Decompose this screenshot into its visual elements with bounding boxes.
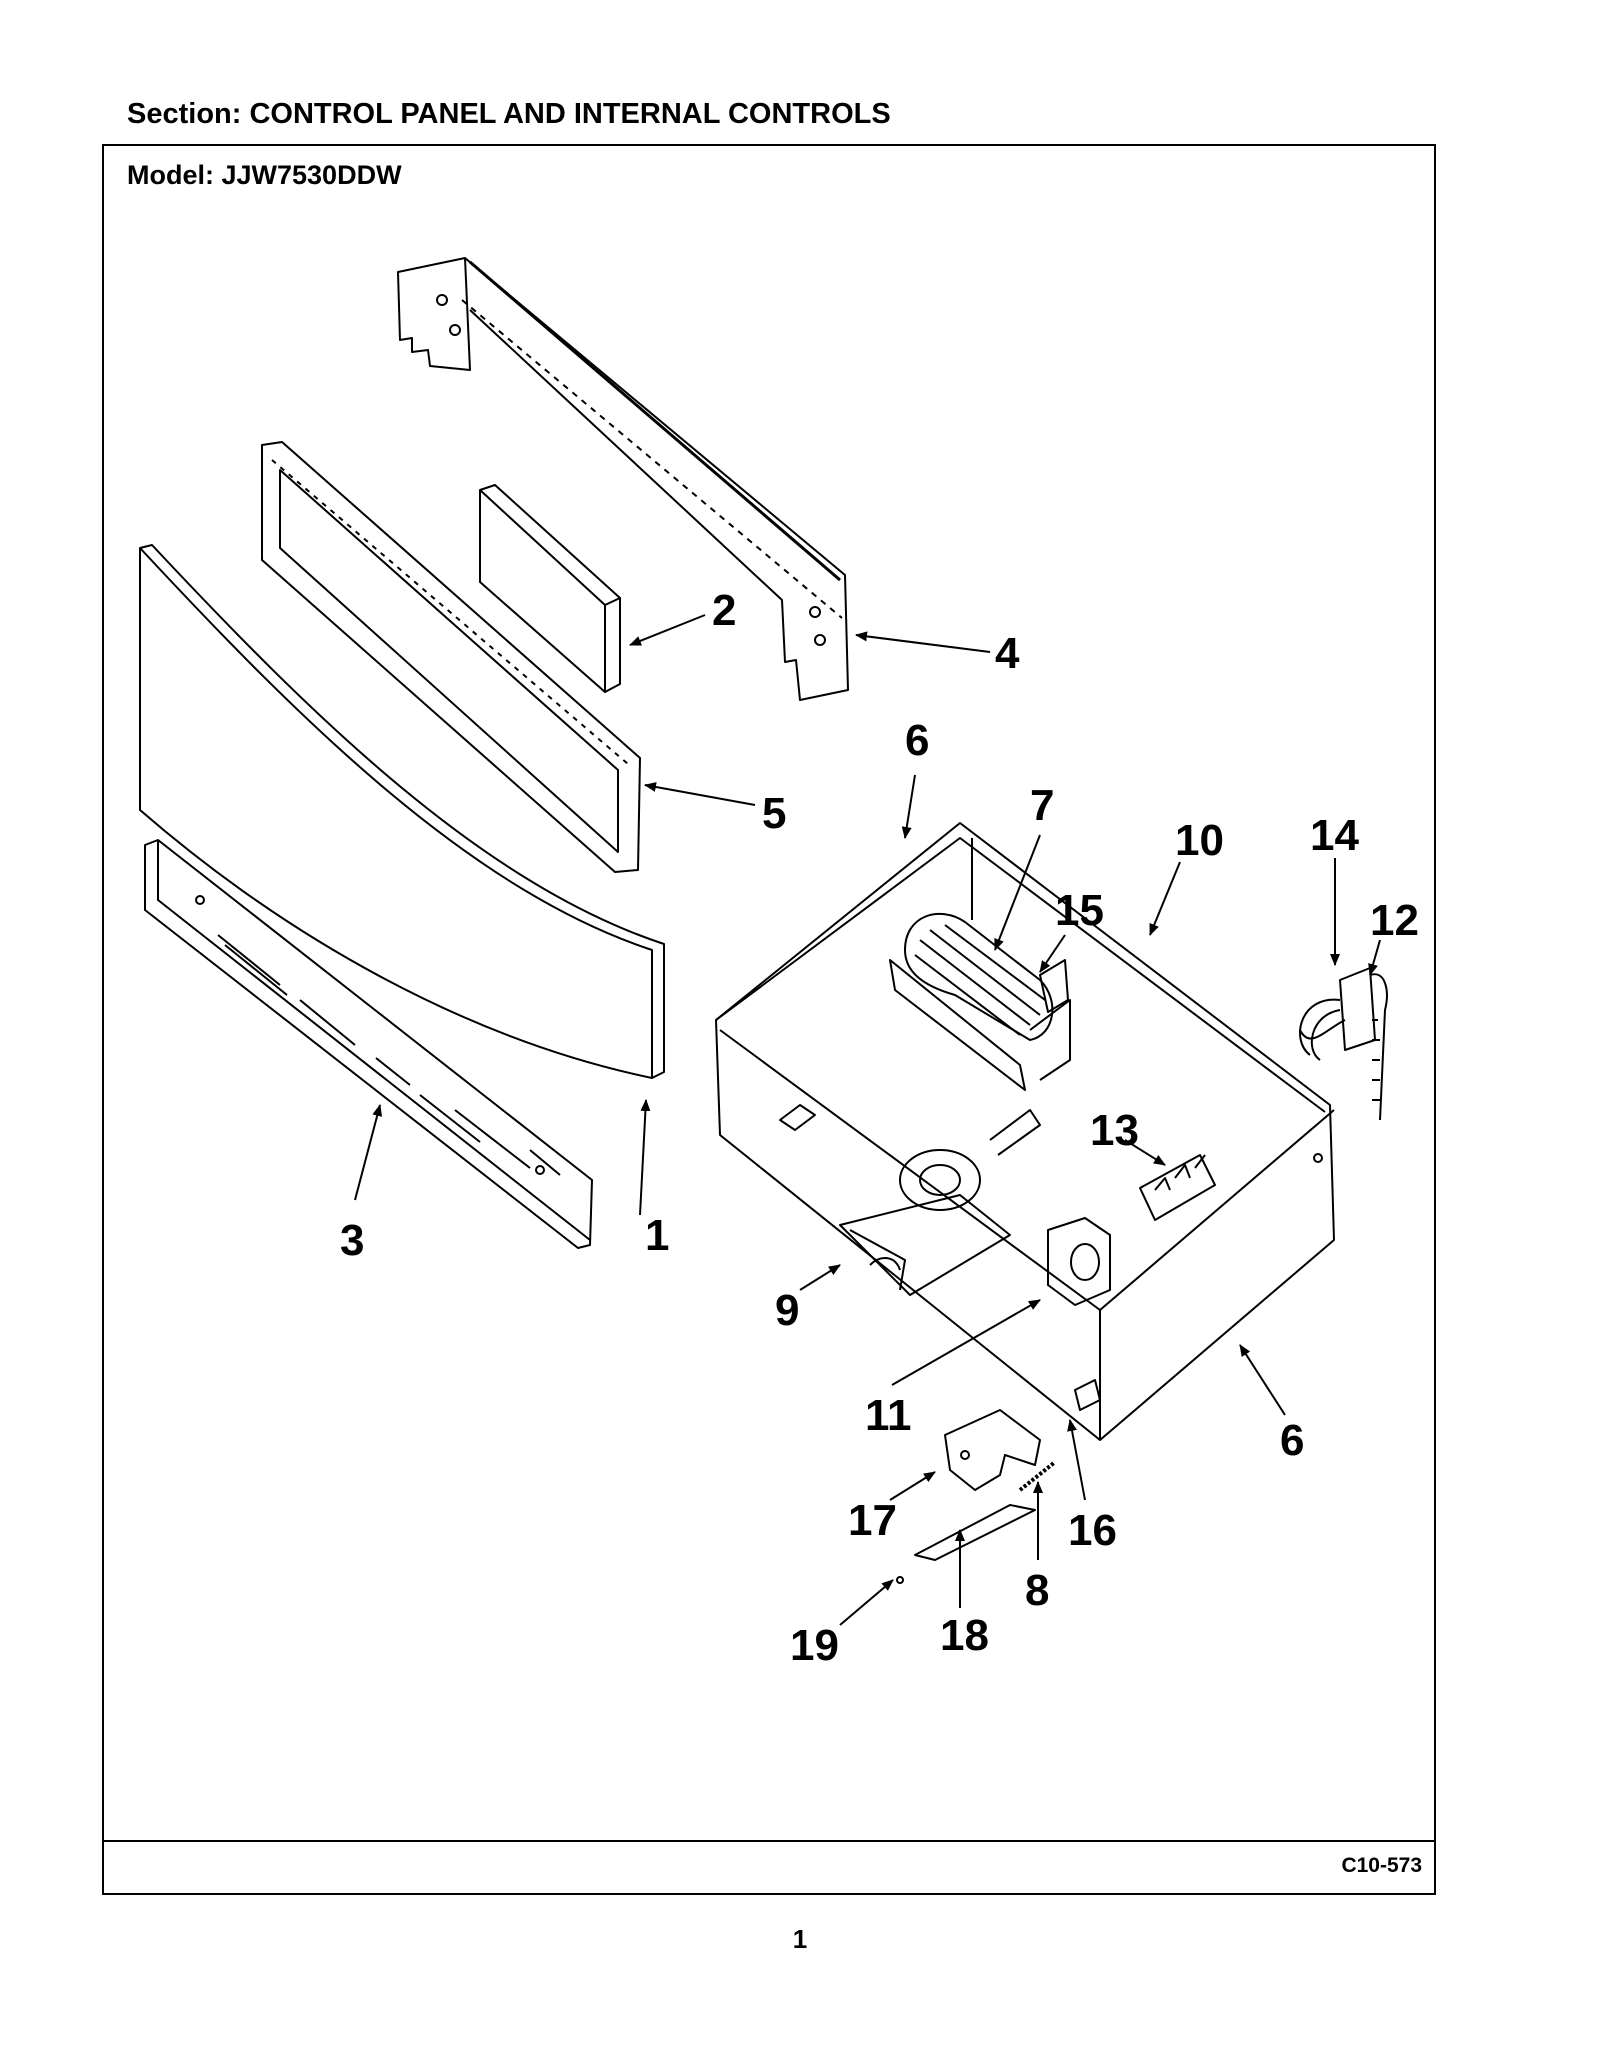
part-spring (1018, 1460, 1057, 1492)
part-transformer (1047, 1217, 1111, 1306)
callout-12: 12 (1370, 896, 1419, 945)
callout-5: 5 (762, 789, 786, 838)
callout-15: 15 (1055, 886, 1104, 935)
part-16 (1074, 1379, 1101, 1411)
model-title: Model: JJW7530DDW (127, 160, 402, 190)
callout-1: 1 (645, 1211, 669, 1260)
part-timer (839, 1109, 1041, 1296)
part-17 (944, 1409, 1041, 1491)
part-19 (896, 1576, 904, 1584)
part-terminal-block (1139, 1154, 1216, 1221)
callout-10: 10 (1175, 816, 1224, 865)
part-rear-bracket (397, 257, 849, 701)
callout-13: 13 (1090, 1106, 1139, 1155)
part-front-frame (261, 441, 641, 873)
part-control-board (479, 484, 621, 693)
diagram-code: C10-573 (1341, 1854, 1422, 1877)
callout-6-bottom: 6 (1280, 1416, 1304, 1465)
callout-4: 4 (995, 629, 1020, 678)
part-latch-arm (914, 1504, 1036, 1561)
callout-16: 16 (1068, 1506, 1117, 1555)
callout-8: 8 (1025, 1566, 1049, 1615)
page-number: 1 (792, 1924, 808, 1954)
callout-11: 11 (865, 1391, 912, 1440)
callout-6-top: 6 (905, 716, 929, 765)
callout-2: 2 (712, 586, 736, 635)
diagram-frame (102, 144, 1436, 1895)
callout-7: 7 (1030, 781, 1054, 830)
part-14 (1299, 967, 1376, 1061)
callout-19: 19 (790, 1621, 839, 1670)
footer-divider (102, 1840, 1436, 1842)
leader-arrows (354, 614, 1381, 1626)
callout-9: 9 (775, 1286, 799, 1335)
callout-3: 3 (340, 1216, 364, 1265)
part-blower (889, 913, 1071, 1091)
part-15 (1039, 959, 1069, 1013)
callout-18: 18 (940, 1611, 989, 1660)
section-title: Section: CONTROL PANEL AND INTERNAL CONT… (127, 98, 891, 130)
callout-14: 14 (1310, 811, 1359, 860)
callout-17: 17 (848, 1496, 897, 1545)
part-control-panel (139, 544, 665, 1079)
part-lower-trim (144, 839, 593, 1249)
